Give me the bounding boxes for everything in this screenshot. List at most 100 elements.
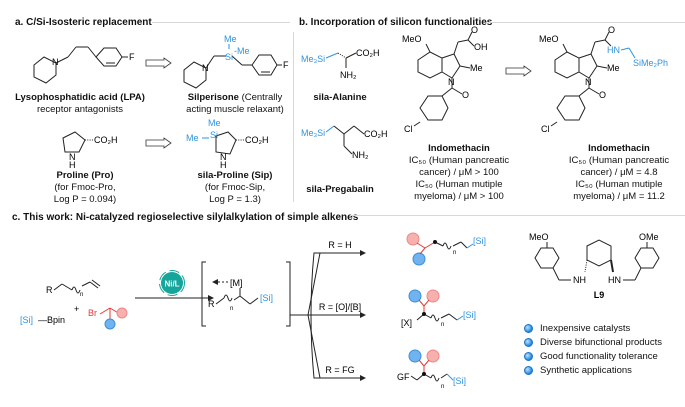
- section-c-rule: [350, 215, 685, 216]
- trimethylsilyl-group: Me₃Si: [301, 128, 325, 138]
- highlight-item: Inexpensive catalysts: [524, 321, 662, 335]
- proline-structure: CO₂H N H: [62, 131, 118, 170]
- sila-proline-name: sila-Proline (Sip): [197, 170, 273, 181]
- r-group: R: [208, 299, 215, 309]
- sila-proline-structure: CO₂H Me Me Si N H: [186, 118, 269, 170]
- transform-arrow: [505, 65, 532, 77]
- transform-arrow: [145, 57, 172, 69]
- condition-label: R = H: [328, 240, 351, 250]
- bromide: Br: [88, 308, 97, 318]
- highlight-text: Good functionality tolerance: [540, 350, 658, 362]
- catalyst-arrow: Ni/L: [135, 270, 214, 301]
- amine-group: NH₂: [352, 150, 369, 160]
- x-group: [X]: [401, 318, 412, 328]
- methoxy-group: OMe: [639, 232, 659, 242]
- highlight-text: Synthetic applications: [540, 364, 632, 376]
- condition-label: R = [O]/[B]: [319, 302, 361, 312]
- atom-f: F: [129, 52, 135, 62]
- section-a-title: a. C/Si-Isosteric replacement: [15, 17, 152, 28]
- ic50-myeloma: IC₅₀ (Human mutiple: [575, 179, 663, 190]
- atom-cl: Cl: [404, 124, 413, 134]
- sila-indomethacin-structure: MeO O HN SiMe₂Ph Me N O Cl: [539, 25, 668, 134]
- sila-proline-desc: (for Fmoc-Sip,: [204, 182, 266, 193]
- product-3: GF n [Si]: [397, 349, 466, 390]
- product-2: [X] n [Si]: [401, 289, 476, 328]
- trimethylsilyl-group: Me₃Si: [301, 54, 325, 64]
- sila-pregabalin-name: sila-Pregabalin: [306, 184, 374, 195]
- methyl-group: Me: [607, 63, 620, 73]
- lpa-desc: receptor antagonists: [36, 104, 124, 115]
- bullet-icon: [524, 351, 533, 361]
- atom-f: F: [283, 60, 289, 70]
- silyl-group: [Si]: [473, 236, 486, 246]
- silyl-group: [Si]: [453, 376, 466, 386]
- atom-h: H: [220, 160, 227, 170]
- branch-arrows: R = H R = [O]/[B] R = FG: [290, 240, 366, 381]
- ic50-pancreatic-value: cancer) / μM = 4.8: [580, 167, 658, 178]
- section-b-title: b. Incorporation of silicon functionalit…: [299, 17, 493, 28]
- carboxyl-group: CO₂H: [356, 48, 380, 58]
- silyl-group: [Si]: [20, 315, 33, 325]
- methoxy-group: MeO: [539, 34, 559, 44]
- repeat-n: n: [453, 250, 456, 256]
- sila-alanine-name: sila-Alanine: [313, 92, 367, 103]
- ic50-pancreatic: IC₅₀ (Human pancreatic: [408, 155, 510, 166]
- atom-o: O: [462, 90, 469, 100]
- amine-group: NH₂: [340, 70, 357, 80]
- r-group: R: [46, 285, 53, 295]
- amine-nh: HN: [608, 275, 621, 285]
- ligand-l9: MeO OMe NH HN L9: [529, 232, 660, 300]
- repeat-n: n: [441, 384, 444, 390]
- bullet-icon: [524, 337, 533, 347]
- highlight-text: Inexpensive catalysts: [540, 322, 631, 334]
- proline-logp: Log P = 0.094): [53, 194, 117, 205]
- repeat-n: n: [80, 292, 83, 298]
- condition-label: R = FG: [325, 365, 354, 375]
- metal-center: [M]: [230, 278, 243, 288]
- si-methyl: Me: [186, 133, 199, 143]
- product-1: n [Si]: [406, 232, 486, 266]
- atom-n: N: [220, 152, 227, 162]
- highlights-list: Inexpensive catalysts Diverse bifunction…: [524, 321, 662, 377]
- atom-n: N: [585, 77, 592, 87]
- atom-n: N: [52, 57, 59, 67]
- highlight-item: Synthetic applications: [524, 363, 662, 377]
- highlight-item: Good functionality tolerance: [524, 349, 662, 363]
- lpa-structure: N F: [33, 46, 135, 84]
- functional-group: GF: [397, 372, 410, 382]
- silperisone-structure: N Si Me -Me F: [183, 34, 289, 89]
- hydroxyl-group: OH: [474, 42, 488, 52]
- ligand-name: L9: [594, 290, 605, 300]
- silyl-group: [Si]: [260, 293, 273, 303]
- lpa-name: Lysophosphatidic acid (LPA): [15, 92, 145, 103]
- atom-n: N: [69, 152, 76, 162]
- section-divider: [293, 32, 294, 202]
- proline-name: Proline (Pro): [56, 170, 114, 181]
- repeat-n: n: [230, 306, 233, 312]
- bullet-icon: [524, 323, 533, 333]
- sila-indomethacin-name: Indomethacin: [588, 143, 650, 154]
- atom-o: O: [471, 25, 478, 35]
- indomethacin-name: Indomethacin: [428, 143, 490, 154]
- si-methyl: Me: [224, 34, 237, 44]
- silperisone-name: Silperisone: [187, 92, 239, 103]
- plus-sign: +: [74, 304, 79, 314]
- section-a-rule: [152, 22, 290, 23]
- indomethacin-structure: MeO O OH Me N O Cl: [402, 25, 488, 134]
- atom-si: Si: [210, 130, 218, 140]
- methyl-group: Me: [470, 63, 483, 73]
- methoxy-group: MeO: [529, 232, 549, 242]
- silyl-group: [Si]: [463, 310, 476, 320]
- methoxy-group: MeO: [402, 34, 422, 44]
- si-methyl: Me: [208, 118, 221, 128]
- ic50-pancreatic-value: cancer) / μM > 100: [419, 167, 499, 178]
- carboxyl-group: CO₂H: [245, 135, 269, 145]
- atom-cl: Cl: [541, 124, 550, 134]
- amide-nh: HN: [607, 45, 620, 55]
- ic50-myeloma-value: myeloma) / μM > 100: [414, 191, 504, 202]
- reactants: R n + [Si] —Bpin Br: [20, 279, 128, 330]
- carboxyl-group: CO₂H: [94, 135, 118, 145]
- sila-alanine-structure: Me₃Si CO₂H NH₂: [301, 48, 380, 80]
- bullet-icon: [524, 365, 533, 375]
- atom-n: N: [202, 63, 209, 73]
